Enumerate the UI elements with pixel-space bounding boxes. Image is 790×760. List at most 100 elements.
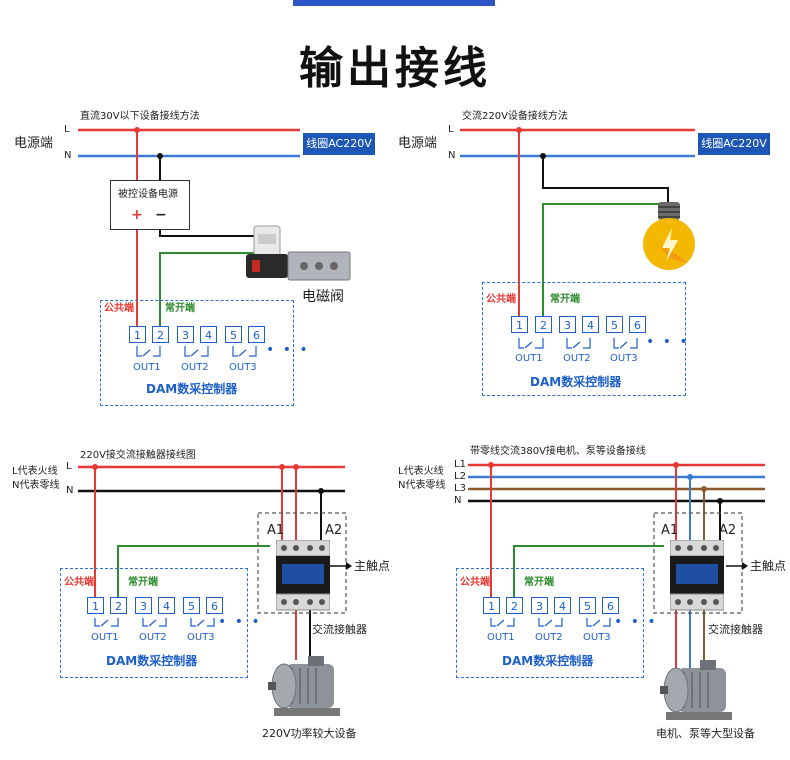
p1-power-label: 电源端: [14, 136, 54, 151]
p3-out3: OUT3: [187, 632, 215, 643]
p3-no-to-a1: [117, 545, 270, 600]
p1-heading: 直流30V以下设备接线方法: [80, 111, 200, 122]
p3-device-label: 220V功率较大设备: [262, 727, 357, 740]
p3-terminal-4: 4: [158, 597, 175, 614]
p4-a1-label: A1: [661, 523, 679, 538]
p1-terminal-6: 6: [248, 326, 265, 343]
p1-power-supply: 被控设备电源 + −: [110, 180, 190, 230]
p4-terminal-1: 1: [483, 597, 500, 614]
p1-terminal-5: 5: [225, 326, 242, 343]
p4-a2-label: A2: [719, 523, 737, 538]
light-bulb-image: [636, 196, 702, 272]
p1-no-wire: [159, 252, 258, 338]
p3-a1-label: A1: [267, 523, 285, 538]
p4-out1: OUT1: [487, 632, 515, 643]
p4-relay-symbols: [490, 618, 611, 627]
p1-no-label: 常开端: [165, 303, 195, 314]
p1-terminal-3: 3: [177, 326, 194, 343]
p1-out3: OUT3: [229, 362, 257, 373]
p4-l2-label: L2: [454, 471, 466, 482]
p4-terminal-6: 6: [602, 597, 619, 614]
p3-terminal-6: 6: [206, 597, 223, 614]
p4-motor-image: [660, 656, 738, 722]
p2-neutral-to-lamp: [542, 156, 669, 206]
p2-coil-badge: 线圈AC220V: [698, 133, 770, 155]
p3-motor-image: [268, 652, 346, 718]
p1-out1: OUT1: [133, 362, 161, 373]
p3-heading: 220V接交流接触器接线图: [80, 450, 196, 461]
top-accent-bar: [293, 0, 495, 6]
p1-terminal-4: 4: [200, 326, 217, 343]
p4-main-arrowhead: [742, 562, 748, 570]
p3-terminal-5: 5: [183, 597, 200, 614]
p3-l-desc: L代表火线: [12, 466, 58, 477]
p4-dam-title: DAM数采控制器: [502, 654, 594, 668]
p1-L-label: L: [64, 124, 70, 135]
p4-l3-label: L3: [454, 483, 466, 494]
p1-psu-minus: −: [155, 207, 167, 223]
p3-terminal-1: 1: [87, 597, 104, 614]
page-title: 输出接线: [299, 43, 491, 94]
p3-relay-symbols: [94, 618, 215, 627]
p3-dam-box: [60, 568, 248, 678]
p3-L-label: L: [66, 461, 72, 472]
p4-terminal-5: 5: [579, 597, 596, 614]
p1-dam-box: [100, 300, 294, 406]
p2-out3: OUT3: [610, 353, 638, 364]
p3-a2-label: A2: [325, 523, 343, 538]
p3-out2: OUT2: [139, 632, 167, 643]
p4-terminal-4: 4: [554, 597, 571, 614]
p2-no-to-lamp: [542, 203, 660, 330]
p4-contactor-frame: [653, 512, 743, 614]
p3-contactor-frame: [257, 512, 347, 614]
p3-contactor-label: 交流接触器: [312, 623, 367, 636]
p4-l-desc: L代表火线: [398, 466, 444, 477]
p4-l1-label: L1: [454, 459, 466, 470]
p1-out2: OUT2: [181, 362, 209, 373]
p4-device-label: 电机、泵等大型设备: [656, 727, 755, 740]
p4-terminal-3: 3: [531, 597, 548, 614]
p3-out1: OUT1: [91, 632, 119, 643]
p4-heading: 带零线交流380V接电机、泵等设备接线: [470, 446, 646, 457]
p1-common-label: 公共端: [104, 303, 134, 314]
p2-terminal-6: 6: [629, 316, 646, 333]
p2-no-label: 常开端: [550, 294, 580, 305]
p4-more: • • •: [614, 614, 658, 630]
p3-more: • • •: [218, 614, 262, 630]
p2-terminal-4: 4: [582, 316, 599, 333]
p2-common-label: 公共端: [486, 294, 516, 305]
p1-terminal-1: 1: [129, 326, 146, 343]
p2-dam-box: [482, 282, 686, 396]
p3-main-contact: 主触点: [354, 559, 391, 573]
p1-minus-wire: [159, 228, 262, 237]
p4-terminal-2: 2: [506, 597, 523, 614]
p3-terminal-2: 2: [110, 597, 127, 614]
p1-N-label: N: [64, 150, 72, 161]
solenoid-valve-image: [244, 224, 354, 284]
p4-no-to-a1: [513, 545, 664, 600]
p4-n-label: N: [454, 495, 462, 506]
p2-terminal-5: 5: [606, 316, 623, 333]
p3-N-label: N: [66, 485, 74, 496]
p2-heading: 交流220V设备接线方法: [462, 111, 568, 122]
p4-main-contact: 主触点: [750, 559, 787, 573]
p1-relay-symbols: [136, 346, 257, 357]
p3-common-label: 公共端: [64, 577, 94, 588]
p1-terminal-2: 2: [152, 326, 169, 343]
p1-more: • • •: [266, 342, 310, 358]
p4-dam-box: [456, 568, 644, 678]
p2-L-label: L: [448, 124, 454, 135]
p4-n-desc: N代表零线: [398, 480, 446, 491]
p2-N-label: N: [448, 150, 456, 161]
p2-terminal-2: 2: [535, 316, 552, 333]
p2-more: • • •: [646, 334, 690, 350]
p2-dam-title: DAM数采控制器: [530, 375, 622, 389]
p2-terminal-3: 3: [559, 316, 576, 333]
p1-psu-label: 被控设备电源: [118, 189, 178, 200]
p1-psu-plus: +: [131, 207, 143, 223]
p2-relay-symbols: [518, 338, 638, 349]
p3-dam-title: DAM数采控制器: [106, 654, 198, 668]
p2-out2: OUT2: [563, 353, 591, 364]
p1-coil-badge: 线圈AC220V: [303, 133, 375, 155]
